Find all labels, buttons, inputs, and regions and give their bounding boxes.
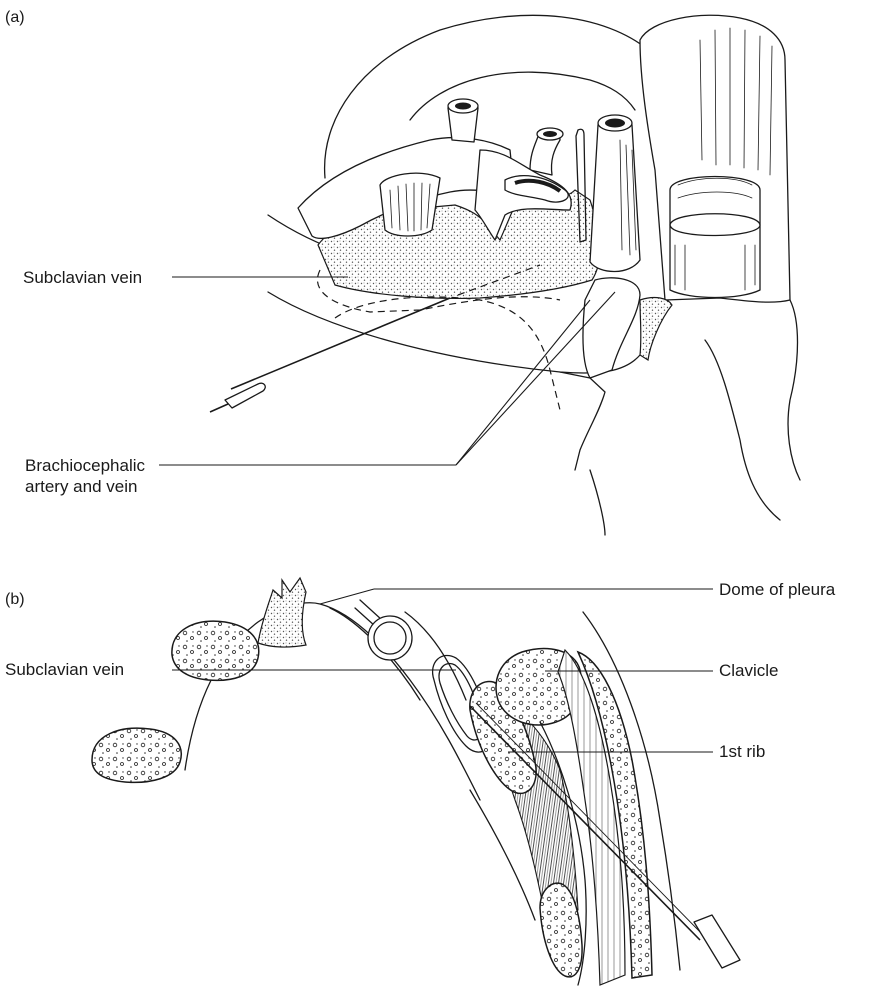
sternal-notch-fat — [640, 298, 672, 360]
esophagus-left — [705, 340, 780, 520]
window-edge — [410, 72, 635, 120]
panel-b-tag: (b) — [5, 591, 25, 608]
esophagus-right — [788, 300, 800, 480]
panel-a-tag: (a) — [5, 9, 25, 26]
syringe-barrel-line — [210, 404, 228, 412]
label-first-rib: 1st rib — [719, 742, 765, 761]
internal-jugular-vein — [590, 115, 640, 271]
first-rib-outline — [335, 297, 560, 410]
vertebra-disc — [670, 214, 760, 236]
scalene-fat — [258, 578, 306, 647]
label-subclavian-vein-a: Subclavian vein — [23, 268, 142, 287]
panel-b: (b) Dome — [5, 578, 836, 985]
needle-icon — [231, 298, 450, 389]
rib-section-lower-left — [92, 728, 181, 782]
label-dome-of-pleura: Dome of pleura — [719, 580, 836, 599]
manubrium — [560, 372, 605, 470]
sternal-contour — [590, 470, 605, 535]
rib-section-upper-left — [172, 621, 259, 680]
panel-a: (a) — [5, 9, 800, 535]
artery-branch-2-hole — [543, 131, 557, 137]
label-brachiocephalic-line1: Brachiocephalic — [25, 456, 146, 475]
label-brachiocephalic-line2: artery and vein — [25, 477, 137, 496]
label-subclavian-vein-b: Subclavian vein — [5, 660, 124, 679]
label-clavicle: Clavicle — [719, 661, 779, 680]
syringe-icon — [225, 383, 265, 408]
leader-dome-of-pleura-diagonal — [320, 589, 374, 604]
syringe-icon-b — [694, 915, 740, 968]
leader-brachiocephalic-diag-2 — [456, 300, 590, 465]
ijv-hole — [605, 119, 625, 128]
artery-branch-1-hole — [455, 103, 471, 110]
vessel-stump — [380, 173, 440, 236]
